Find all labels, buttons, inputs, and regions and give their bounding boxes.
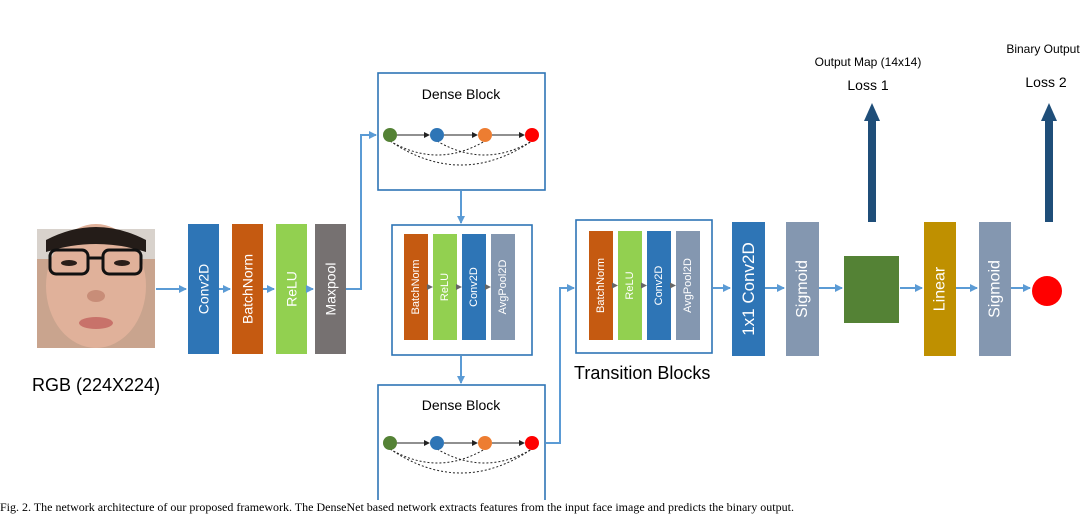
stem-blocks: Conv2D BatchNorm ReLU Maxpool <box>188 224 346 354</box>
dense-block-title: Dense Block <box>422 397 502 413</box>
block-label: Conv2D <box>468 267 480 307</box>
conv2d-block: Conv2D <box>462 234 486 340</box>
dense-node <box>478 128 492 142</box>
block-label: AvgPool2D <box>497 260 509 315</box>
conv2d-block: Conv2D <box>647 231 671 340</box>
block-label: BatchNorm <box>595 258 607 313</box>
avgpool2d-block: AvgPool2D <box>491 234 515 340</box>
sigmoid-block-2: Sigmoid <box>979 222 1011 356</box>
block-label: AvgPool2D <box>682 258 694 313</box>
dense-node <box>430 436 444 450</box>
binary-output-title: Binary Output <box>1006 42 1080 56</box>
block-rect <box>618 231 642 340</box>
input-face-image <box>37 224 155 348</box>
loss1-label: Loss 1 <box>847 77 888 93</box>
dense-skip-connection <box>436 140 533 156</box>
block-rect <box>786 222 819 356</box>
transition-block-1: BatchNorm ReLU Conv2D AvgPool2D <box>391 224 533 356</box>
input-label: RGB (224X224) <box>32 375 160 395</box>
block-rect <box>979 222 1011 356</box>
flow-arrow <box>346 131 377 290</box>
1x1-conv2d-block: 1x1 Conv2D <box>732 222 765 356</box>
block-rect <box>276 224 307 354</box>
dense-node <box>525 436 539 450</box>
block-rect <box>491 234 515 340</box>
block-rect <box>232 224 263 354</box>
block-rect <box>315 224 346 354</box>
block-rect <box>676 231 700 340</box>
head-blocks: 1x1 Conv2D Sigmoid <box>732 222 819 356</box>
block-rect <box>589 231 613 340</box>
block-label: Sigmoid <box>794 260 811 318</box>
linear-block: Linear <box>924 222 956 356</box>
dense-skip-connection <box>436 448 533 464</box>
conv2d-block: Conv2D <box>188 224 219 354</box>
dense-block-1: Dense Block <box>377 72 546 191</box>
dense-node <box>478 436 492 450</box>
block-rect <box>647 231 671 340</box>
dense-skip-connection <box>389 140 486 156</box>
loss2-arrow <box>1041 103 1057 222</box>
transition-block-2: BatchNorm ReLU Conv2D AvgPool2D <box>575 219 713 354</box>
output-map-title: Output Map (14x14) <box>815 55 922 69</box>
block-label: ReLU <box>624 271 636 299</box>
transition-layers: BatchNorm ReLU Conv2D AvgPool2D <box>404 234 515 340</box>
dense-block-2: Dense Block <box>377 384 546 500</box>
batchnorm-block: BatchNorm <box>589 231 613 340</box>
transition-blocks-label: Transition Blocks <box>574 363 710 383</box>
block-rect <box>732 222 765 356</box>
dense-skip-connection <box>389 448 486 464</box>
dense-node <box>383 436 397 450</box>
block-label: Conv2D <box>653 266 665 306</box>
dense-block-nodes <box>383 436 539 474</box>
batchnorm-block: BatchNorm <box>232 224 263 354</box>
dense-node <box>525 128 539 142</box>
loss1-arrow <box>864 103 880 222</box>
binary-output-dot <box>1032 276 1062 306</box>
block-label: BatchNorm <box>410 259 422 314</box>
sigmoid-block: Sigmoid <box>979 222 1011 356</box>
relu-block: ReLU <box>618 231 642 340</box>
block-label: Maxpool <box>323 263 339 316</box>
block-label: 1x1 Conv2D <box>739 242 758 336</box>
flow-arrow <box>546 284 575 444</box>
output-map-square <box>844 256 899 323</box>
dense-block-nodes <box>383 128 539 166</box>
dense-block-title: Dense Block <box>422 86 502 102</box>
loss2-label: Loss 2 <box>1025 74 1066 90</box>
dense-node <box>383 128 397 142</box>
block-rect <box>404 234 428 340</box>
linear-block: Linear <box>924 222 956 356</box>
relu-block: ReLU <box>433 234 457 340</box>
architecture-diagram: Conv2D BatchNorm ReLU Maxpool Dense Block B… <box>32 42 1080 500</box>
block-rect <box>924 222 956 356</box>
block-rect <box>433 234 457 340</box>
batchnorm-block: BatchNorm <box>404 234 428 340</box>
dense-skip-connection <box>389 448 533 474</box>
block-label: Conv2D <box>196 264 212 315</box>
block-rect <box>188 224 219 354</box>
maxpool-block: Maxpool <box>315 224 346 354</box>
block-label: ReLU <box>284 271 300 307</box>
block-label: Sigmoid <box>987 260 1004 318</box>
sigmoid-block: Sigmoid <box>786 222 819 356</box>
relu-block: ReLU <box>276 224 307 354</box>
block-label: ReLU <box>439 273 451 301</box>
block-rect <box>462 234 486 340</box>
flow-arrows <box>156 131 1031 444</box>
dense-node <box>430 128 444 142</box>
transition-layers: BatchNorm ReLU Conv2D AvgPool2D <box>589 231 700 340</box>
block-label: Linear <box>932 266 949 311</box>
figure-caption: Fig. 2. The network architecture of our … <box>0 500 794 514</box>
dense-skip-connection <box>389 140 533 166</box>
block-label: BatchNorm <box>240 254 256 324</box>
avgpool2d-block: AvgPool2D <box>676 231 700 340</box>
dense-block-frame <box>377 72 546 191</box>
